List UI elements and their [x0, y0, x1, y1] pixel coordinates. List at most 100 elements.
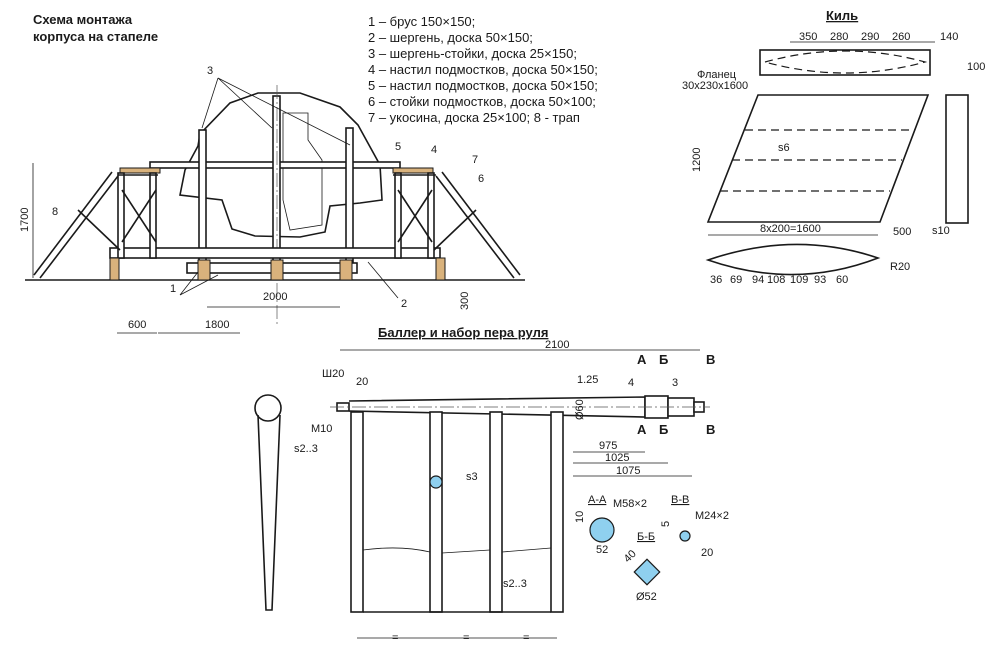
ladder-8 — [441, 171, 521, 276]
stock-end-view — [254, 394, 282, 422]
beam-block — [270, 259, 284, 281]
rudder-rib — [350, 411, 364, 613]
keel-plate — [706, 94, 930, 223]
scaffold-brace — [397, 189, 433, 243]
dim-m10: M10 — [311, 423, 332, 435]
radius-r20: R20 — [890, 261, 910, 273]
equal-mark: = — [523, 632, 529, 644]
profile-dim: 69 — [730, 274, 742, 286]
support-block — [435, 257, 446, 281]
dim-1700: 1700 — [19, 208, 31, 232]
equal-mark: = — [392, 632, 398, 644]
section-vv-title: В-В — [671, 494, 689, 506]
leader-1 — [179, 271, 219, 296]
hull-outline — [179, 92, 383, 238]
section-mark-v: В — [706, 422, 715, 437]
section-aa — [589, 517, 615, 543]
legend-item: 6 – стойки подмостков, доска 50×100; — [368, 94, 596, 109]
break-line — [362, 547, 552, 554]
callout-1: 1 — [170, 283, 176, 295]
thread-m24: M24×2 — [695, 510, 729, 522]
dim-1800: 1800 — [205, 319, 229, 331]
dim-20b: 20 — [701, 547, 713, 559]
stanchion — [272, 95, 281, 271]
keel-drawing: Киль 350 280 290 260 140 Фланец 30x230x1… — [682, 8, 985, 286]
callout-4: 4 — [431, 144, 437, 156]
strut-7 — [433, 209, 477, 251]
section-aa-title: А-А — [588, 494, 607, 506]
rudder-rib — [489, 411, 503, 613]
legend-item: 3 – шергень-стойки, доска 25×150; — [368, 46, 577, 61]
keel-section-profile — [705, 243, 881, 276]
leader-2 — [367, 261, 399, 299]
strut-7 — [77, 209, 121, 251]
dim-300: 300 — [459, 292, 471, 310]
section-bb-title: Б-Б — [637, 531, 655, 543]
profile-dim: 109 — [790, 274, 808, 286]
side-thickness: s10 — [932, 225, 950, 237]
dim-dia60: Ø60 — [574, 399, 586, 420]
legend-item: 4 – настил подмостков, доска 50×150; — [368, 62, 598, 77]
section-mark-a: А — [637, 352, 647, 367]
dim-5: 5 — [660, 521, 672, 527]
section-mark-v: В — [706, 352, 715, 367]
rib-s23: s2..3 — [503, 578, 527, 590]
dim-1075: 1075 — [616, 465, 640, 477]
legend-item: 1 – брус 150×150; — [368, 14, 475, 29]
dim-10: 10 — [574, 511, 586, 523]
profile-dim: 93 — [814, 274, 826, 286]
keel-dim: 350 — [799, 31, 817, 43]
legend-item: 7 – укосина, доска 25×100; 8 - трап — [368, 110, 580, 125]
dim-52: 52 — [596, 544, 608, 556]
section-vv — [679, 530, 691, 542]
dim-length: 8x200=1600 — [760, 223, 821, 235]
callout-5: 5 — [395, 141, 401, 153]
profile-dim: 60 — [836, 274, 848, 286]
scaffold-post — [117, 172, 125, 259]
callout-3: 3 — [207, 65, 213, 77]
keel-dim: 140 — [940, 31, 958, 43]
rudder-rib — [429, 411, 443, 613]
beam-block — [197, 259, 211, 281]
flange-label-1: Фланец — [697, 69, 737, 81]
scaffold-post — [427, 172, 435, 259]
dim-100: 100 — [967, 61, 985, 73]
dim-975: 975 — [599, 440, 617, 452]
plate-s3: s3 — [466, 471, 478, 483]
callout-8: 8 — [52, 206, 58, 218]
rib-thickness: s2..3 — [294, 443, 318, 455]
scheme-title-line2: корпуса на стапеле — [33, 29, 158, 44]
slipway-scheme: 3 5 4 7 6 8 1 2 1700 2000 600 1800 300 — [19, 65, 525, 334]
keel-flange — [759, 49, 931, 76]
section-mark-b: Б — [659, 422, 668, 437]
flange-label-2: 30x230x1600 — [682, 80, 748, 92]
callout-6: 6 — [478, 173, 484, 185]
dim-dia52: Ø52 — [636, 591, 657, 603]
rudder-drawing: Баллер и набор пера руля 2100 s2..3 s3 s… — [254, 325, 729, 644]
keel-title: Киль — [826, 8, 858, 23]
scheme-title-line1: Схема монтажа — [33, 12, 133, 27]
rib-side-view — [257, 414, 281, 611]
scaffold-deck-4 — [119, 167, 161, 174]
keel-block — [282, 112, 323, 231]
scaffold-brace — [121, 189, 157, 243]
profile-dim: 108 — [767, 274, 785, 286]
leader-3 — [201, 77, 351, 146]
legend-item: 5 – настил подмостков, доска 50×150; — [368, 78, 598, 93]
dim-2100: 2100 — [545, 339, 569, 351]
dim-1025: 1025 — [605, 452, 629, 464]
callout-2: 2 — [401, 298, 407, 310]
roughness: 1.25 — [577, 374, 598, 386]
dim-600: 600 — [128, 319, 146, 331]
dim-2000: 2000 — [263, 291, 287, 303]
dim-500: 500 — [893, 226, 911, 238]
dim-1200: 1200 — [691, 148, 703, 172]
rudder-title: Баллер и набор пера руля — [378, 325, 548, 340]
section-mark-b: Б — [659, 352, 668, 367]
beam-block — [339, 259, 353, 281]
dim-sh20: Ш20 — [322, 368, 344, 380]
rudder-rib — [550, 411, 564, 613]
keel-dim: 290 — [861, 31, 879, 43]
keel-dim: 260 — [892, 31, 910, 43]
